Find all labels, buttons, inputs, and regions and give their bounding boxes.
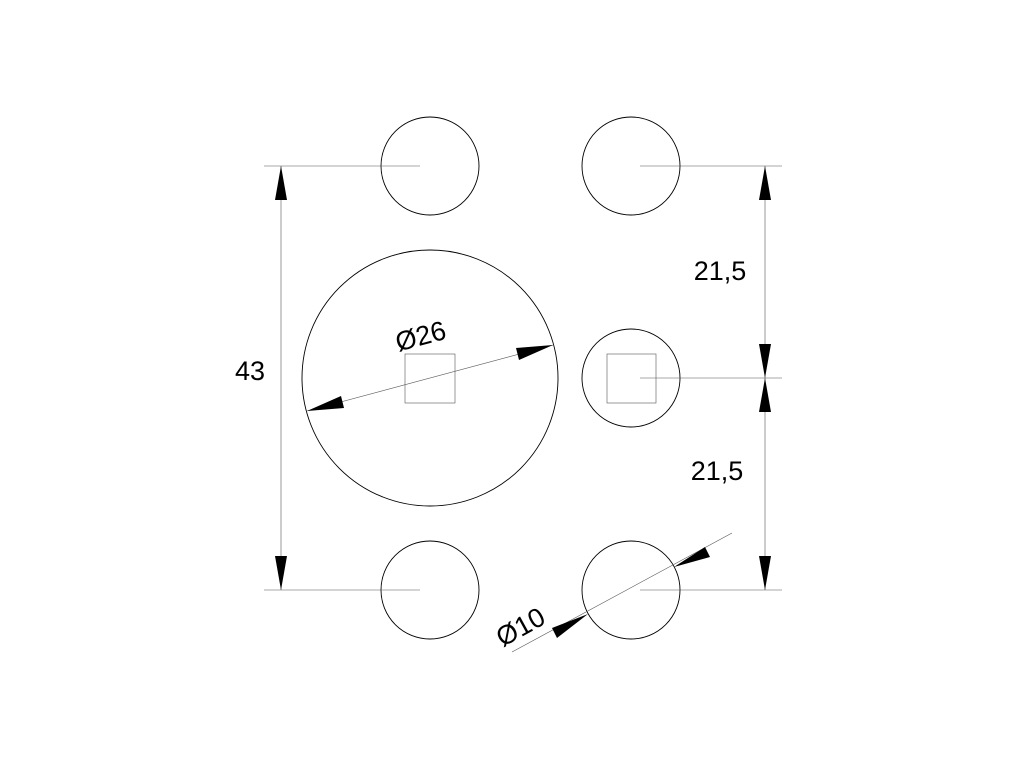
dimension-total-height: 43 [235,166,287,590]
holes [301,116,681,640]
small-hole-center-mark [606,353,657,404]
arrow-head [759,556,771,590]
arrow-head [552,614,588,638]
arrow-head [516,345,553,360]
arrow-head [759,344,771,378]
arrow-head [307,396,344,411]
dimension-label-lower: 21,5 [691,456,744,486]
arrow-head [759,378,771,412]
dimension-lower-half: 21,5 [691,378,771,590]
diameter-line-small [511,532,733,653]
arrow-head [275,556,287,590]
dimension-large-diameter: Ø26 [306,315,554,412]
dimension-upper-half: 21,5 [694,166,771,378]
large-hole [301,249,559,507]
dimension-label-small-diameter: Ø10 [491,602,550,653]
extension-lines [264,165,782,591]
dimension-label-large-diameter: Ø26 [392,315,449,357]
dimension-label-43: 43 [235,356,265,386]
arrow-head [674,547,710,567]
arrow-head [759,166,771,200]
center-markers [404,353,657,404]
large-hole-center-mark [404,353,456,404]
dimension-label-upper: 21,5 [694,256,747,286]
arrow-head [275,166,287,200]
diameter-line-large [306,344,554,412]
